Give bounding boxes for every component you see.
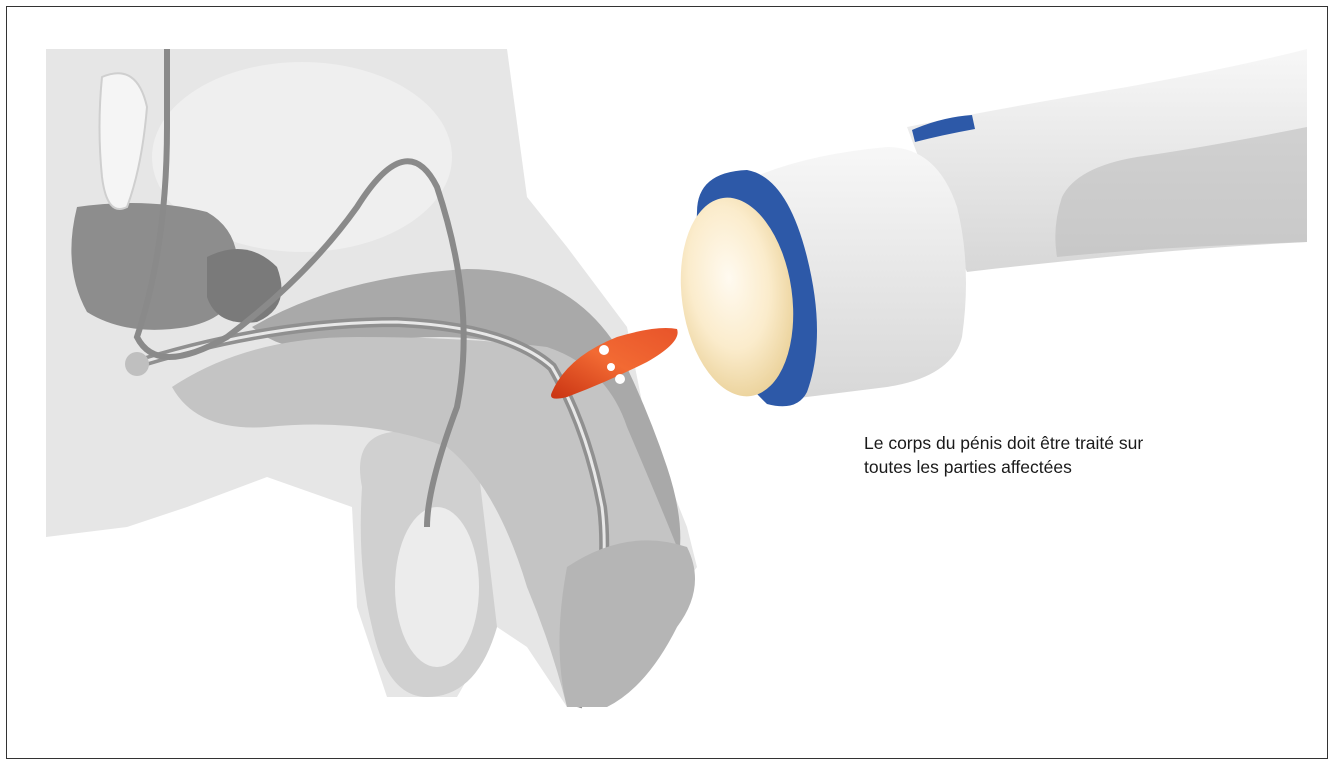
focus-highlight-1 xyxy=(599,345,609,355)
small-gland xyxy=(125,352,149,376)
focus-highlight-2 xyxy=(615,374,625,384)
figure-frame: Le corps du pénis doit être traité sur t… xyxy=(6,6,1328,759)
caption-text: Le corps du pénis doit être traité sur t… xyxy=(864,431,1164,479)
glans xyxy=(560,540,696,707)
testis xyxy=(395,507,479,667)
focus-highlight-3 xyxy=(607,363,615,371)
medical-illustration xyxy=(7,7,1328,759)
applicator-device xyxy=(669,49,1307,406)
